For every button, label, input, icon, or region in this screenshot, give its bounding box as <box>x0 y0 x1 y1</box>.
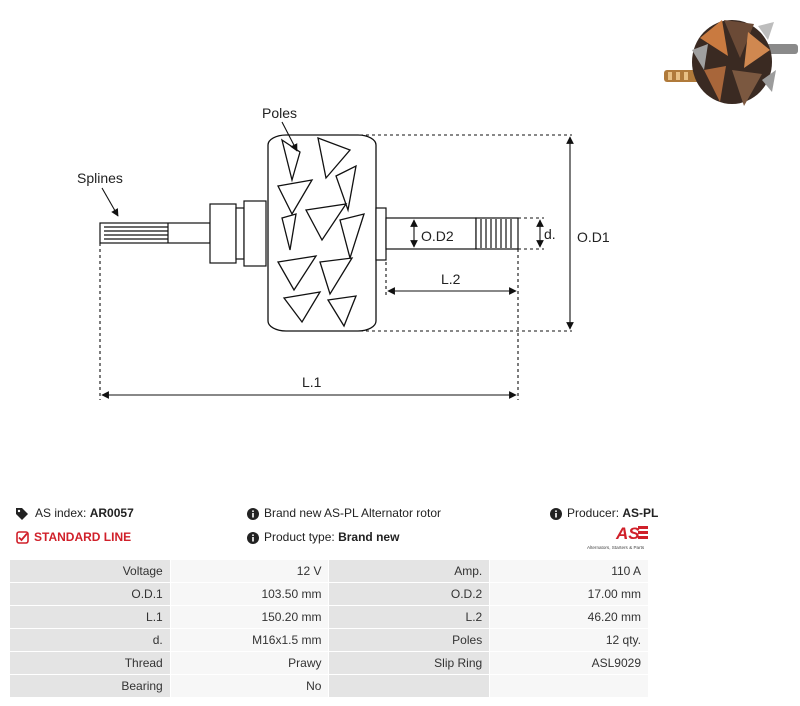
logo-mark: AS <box>615 524 640 543</box>
rotor-technical-drawing: Poles Splines O.D1 O.D2 d. L.2 L.1 <box>77 105 610 400</box>
spec-label: Thread <box>9 651 171 675</box>
od2-label: O.D2 <box>421 228 454 244</box>
as-index-label: AS index: <box>35 506 87 520</box>
producer-value: AS-PL <box>622 506 659 520</box>
as-pl-logo: AS Alternators, Starters & Parts <box>587 524 648 550</box>
dimension-lines <box>99 121 574 400</box>
left-shaft <box>99 222 211 244</box>
checkbox-checked-icon <box>16 531 29 545</box>
info-icon <box>247 531 259 544</box>
as-index: AS index: AR0057 <box>16 505 134 521</box>
spec-label <box>328 674 491 698</box>
spec-value: 103.50 mm <box>169 582 330 606</box>
spec-label: Slip Ring <box>328 651 491 675</box>
spec-value: 46.20 mm <box>489 605 649 629</box>
spec-value: 12 qty. <box>489 628 649 652</box>
spec-label: d. <box>9 628 171 652</box>
spec-label: Amp. <box>328 559 491 583</box>
logo-tagline: Alternators, Starters & Parts <box>587 545 645 550</box>
spec-label: Poles <box>328 628 491 652</box>
spec-label: O.D.1 <box>9 582 171 606</box>
producer-label: Producer: <box>567 506 620 520</box>
spec-value: No <box>169 674 330 698</box>
tag-icon <box>16 507 28 520</box>
spec-label: Bearing <box>9 674 171 698</box>
spec-value: M16x1.5 mm <box>169 628 330 652</box>
left-collar <box>209 200 267 267</box>
info-icon <box>550 507 562 520</box>
right-shaft <box>375 207 519 261</box>
d-label: d. <box>544 226 556 242</box>
spec-value: 110 A <box>489 559 649 583</box>
rotor-photo <box>662 10 800 114</box>
product-description: Brand new AS-PL Alternator rotor <box>247 505 441 521</box>
spec-value <box>489 674 649 698</box>
l2-label: L.2 <box>441 271 461 287</box>
spec-value: Prawy <box>169 651 330 675</box>
product-type-value: Brand new <box>338 530 400 544</box>
spec-label: Voltage <box>9 559 171 583</box>
od1-label: O.D1 <box>577 229 610 245</box>
info-icon <box>247 507 259 520</box>
as-index-value: AR0057 <box>89 506 134 520</box>
standard-line-label: STANDARD LINE <box>34 530 132 544</box>
spec-label: O.D.2 <box>328 582 491 606</box>
spec-value: ASL9029 <box>489 651 649 675</box>
standard-line-badge: STANDARD LINE <box>16 529 131 545</box>
spec-value: 12 V <box>169 559 330 583</box>
rotor-body <box>267 134 377 332</box>
splines-label: Splines <box>77 170 123 186</box>
product-type: Product type: Brand new <box>247 529 399 545</box>
description-text: Brand new AS-PL Alternator rotor <box>264 506 441 520</box>
l1-label: L.1 <box>302 374 322 390</box>
spec-value: 150.20 mm <box>169 605 330 629</box>
spec-value: 17.00 mm <box>489 582 649 606</box>
poles-label: Poles <box>262 105 297 121</box>
spec-label: L.2 <box>328 605 491 629</box>
producer: Producer: AS-PL <box>550 505 658 521</box>
spec-label: L.1 <box>9 605 171 629</box>
product-type-label: Product type: <box>264 530 335 544</box>
